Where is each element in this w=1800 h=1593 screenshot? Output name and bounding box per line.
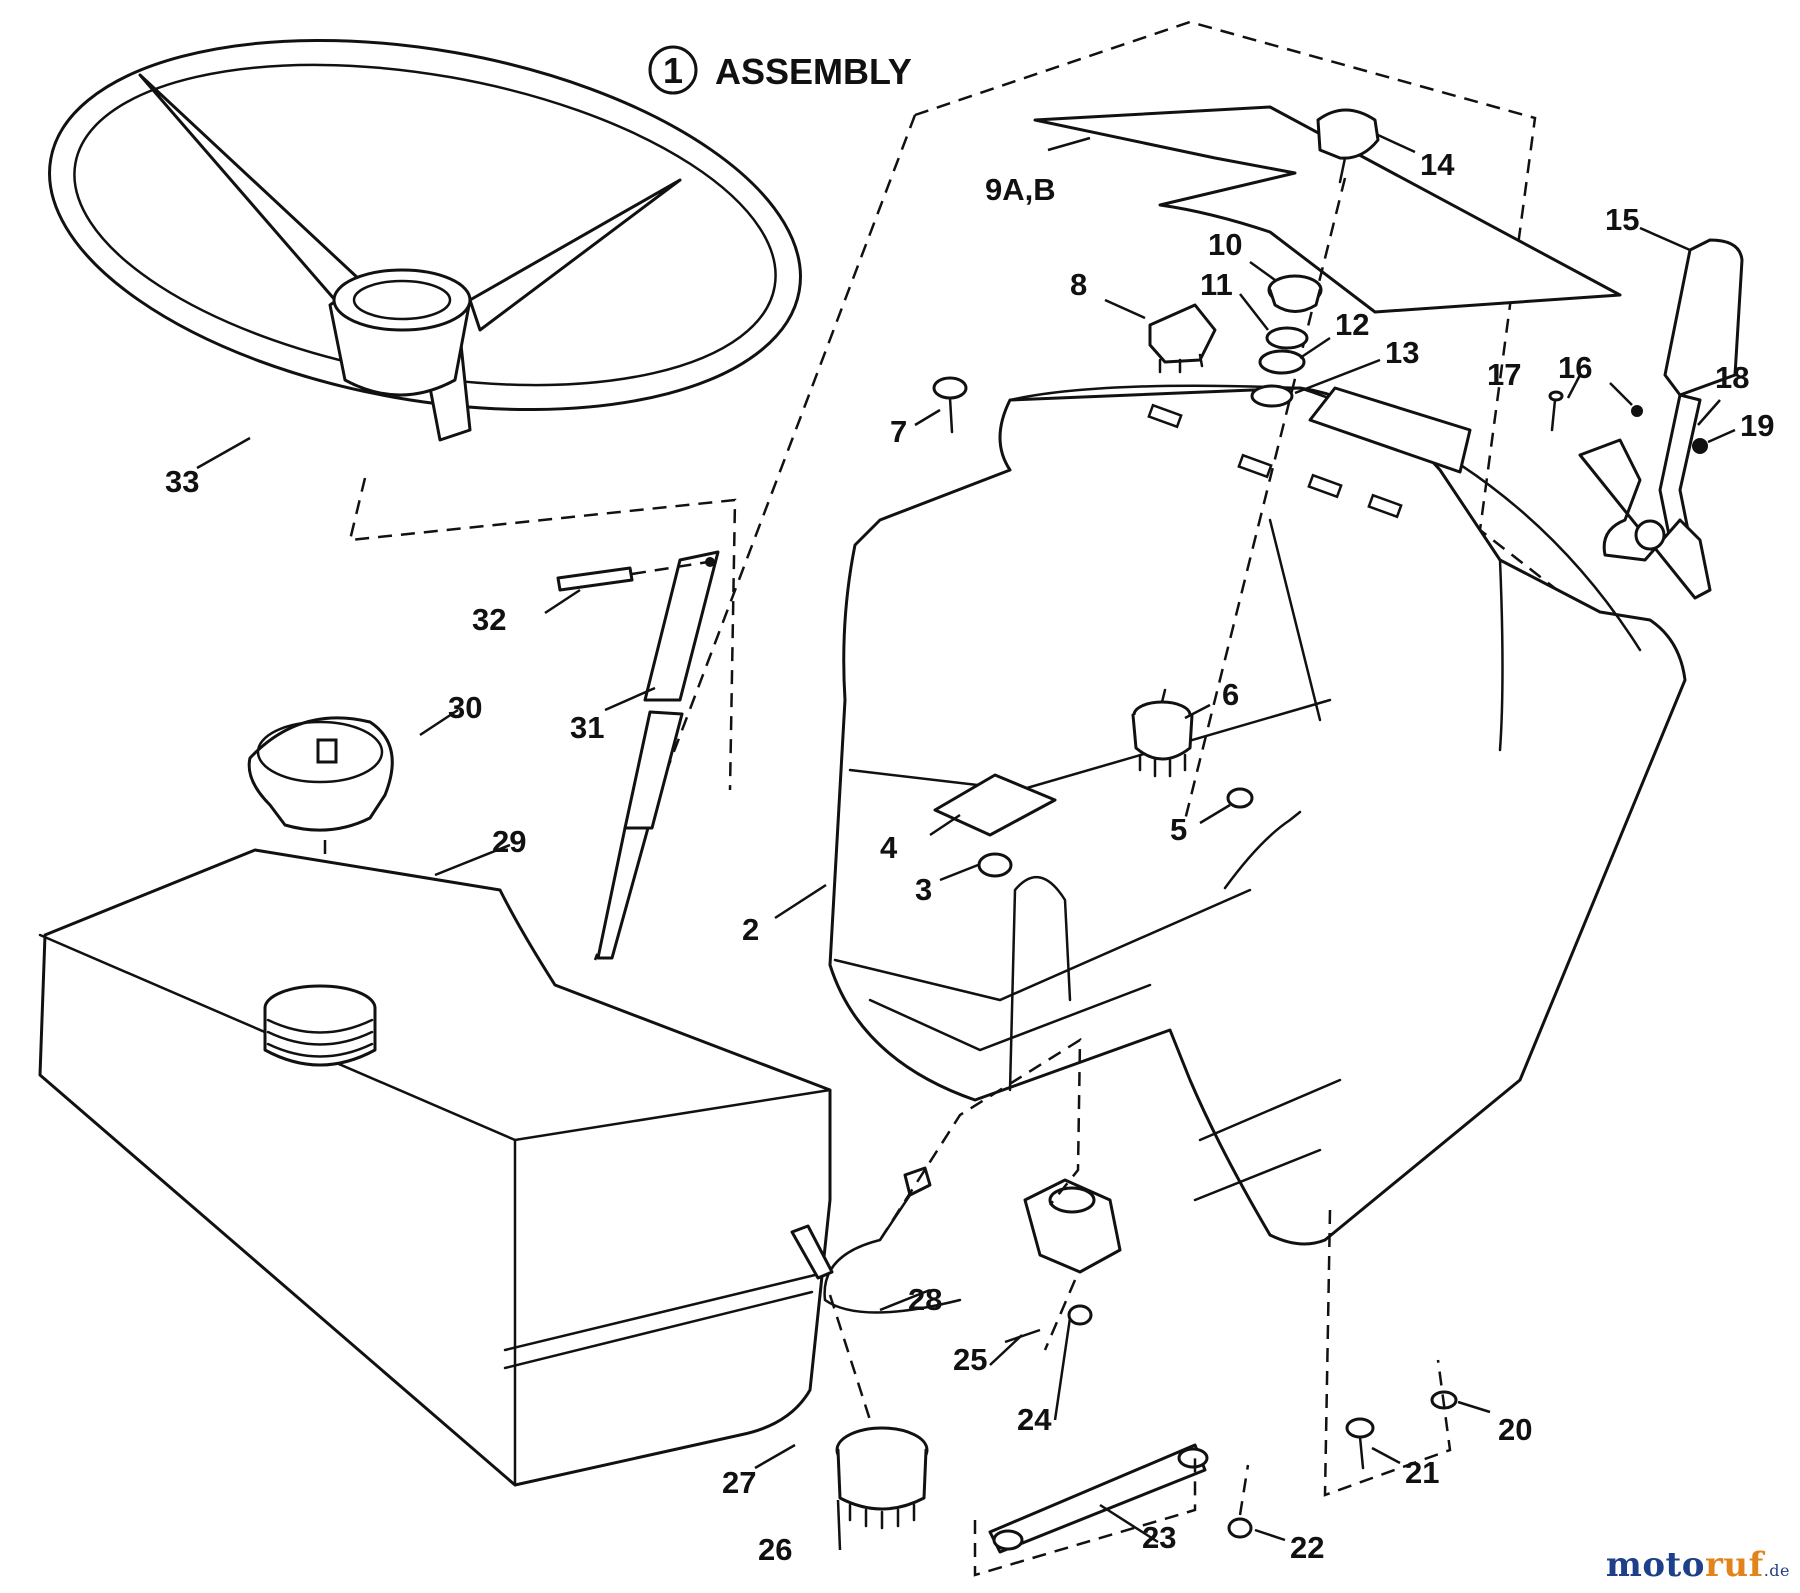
- callout-4: 4: [880, 830, 898, 865]
- callout-29: 29: [492, 824, 526, 859]
- lock-washer: [1265, 326, 1309, 350]
- assembly-title: 1 ASSEMBLY: [648, 45, 912, 95]
- dash-decal: [1033, 105, 1622, 314]
- callout-15: 15: [1605, 202, 1639, 237]
- callout-31: 31: [570, 710, 604, 745]
- toggle-switch: [1148, 303, 1217, 374]
- callout-13: 13: [1385, 335, 1419, 370]
- callout-24: 24: [1017, 1402, 1052, 1437]
- callout-25: 25: [953, 1342, 987, 1377]
- callout-14: 14: [1420, 147, 1455, 182]
- callout-7: 7: [890, 414, 907, 449]
- fuel-cap: [247, 716, 394, 832]
- rotary-switch: [835, 1426, 929, 1530]
- callout-16: 16: [1558, 350, 1592, 385]
- throttle-cable: [1223, 810, 1302, 890]
- throttle-handle: [1663, 238, 1744, 397]
- flat-washer: [1258, 349, 1306, 375]
- frame-guide: [1323, 1209, 1452, 1497]
- bracket-guide: [973, 1455, 1197, 1577]
- key-guide: [1183, 177, 1347, 821]
- wheel-shaft-guide: [348, 477, 737, 791]
- callout-6: 6: [1222, 677, 1239, 712]
- nut-24-guide: [1043, 1279, 1077, 1351]
- callout-22: 22: [1290, 1530, 1324, 1565]
- callout-19: 19: [1740, 408, 1774, 443]
- callout-28: 28: [908, 1282, 942, 1317]
- assembly-number: 1: [663, 50, 683, 91]
- assembly-boundary: [914, 20, 1571, 601]
- callout-17: 17: [1487, 357, 1521, 392]
- callout-10: 10: [1208, 227, 1242, 262]
- fuel-tank: [38, 848, 832, 1487]
- wire-harness: [823, 1193, 962, 1314]
- switch-guide: [878, 1037, 1082, 1241]
- callout-26: 26: [758, 1532, 792, 1567]
- seat-switch: [1023, 1178, 1122, 1274]
- callout-11: 11: [1200, 267, 1233, 302]
- nut-24: [1067, 1304, 1093, 1326]
- steering-shaft: [596, 550, 720, 960]
- nut-5: [1226, 787, 1254, 809]
- retainer-plate: [933, 773, 1057, 837]
- seat-bracket: [988, 1443, 1209, 1554]
- screw-21: [1345, 1417, 1375, 1470]
- spacer: [1250, 384, 1294, 408]
- callout-21: 21: [1405, 1455, 1439, 1490]
- callout-numbers: 2 3 4 5 6 7 8 9A,B 10 11 12 13 14 15 16 …: [165, 147, 1774, 1567]
- callout-2: 2: [742, 912, 759, 947]
- callout-8: 8: [1070, 267, 1087, 302]
- callout-3: 3: [915, 872, 932, 907]
- callout-18: 18: [1715, 360, 1749, 395]
- steering-wheel: [48, 38, 802, 442]
- watermark-logo: motoruf.de: [1605, 1545, 1790, 1585]
- roll-pin: [556, 566, 634, 592]
- callout-5: 5: [1170, 812, 1187, 847]
- assembly-title-text: ASSEMBLY: [715, 51, 912, 92]
- nut-22: [1227, 1517, 1253, 1539]
- pin-27-guide: [828, 1294, 872, 1421]
- callout-33: 33: [165, 464, 199, 499]
- screw-7: [932, 376, 968, 434]
- knob-nut: [1267, 274, 1323, 313]
- callout-9ab: 9A,B: [985, 172, 1056, 207]
- nut-22-guide: [1238, 1464, 1250, 1516]
- dash-console: [828, 384, 1687, 1246]
- nut-3: [977, 852, 1013, 878]
- callout-23: 23: [1142, 1520, 1176, 1555]
- roll-pin-27: [790, 1224, 834, 1280]
- ignition-key: [1316, 108, 1380, 184]
- pin-guide: [631, 560, 709, 576]
- callout-32: 32: [472, 602, 506, 637]
- leader-lines: [196, 133, 1736, 1551]
- assembly-boundary-left: [593, 114, 917, 961]
- throttle-lever: [1548, 390, 1712, 600]
- callout-30: 30: [448, 690, 482, 725]
- callout-12: 12: [1335, 307, 1369, 342]
- callout-27: 27: [722, 1465, 756, 1500]
- callout-20: 20: [1498, 1412, 1532, 1447]
- ignition-switch: [1131, 688, 1194, 778]
